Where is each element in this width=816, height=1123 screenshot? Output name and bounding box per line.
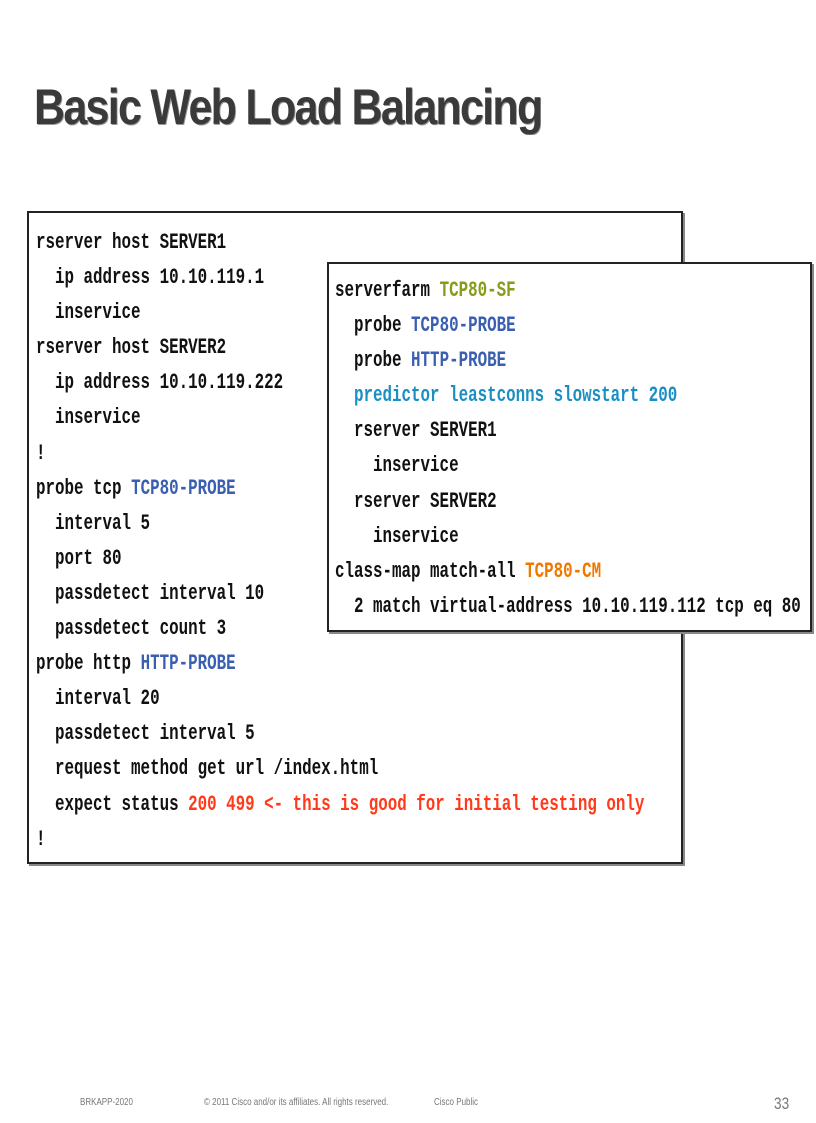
config-text: rserver host SERVER2	[36, 335, 227, 361]
config-line: inservice	[36, 400, 644, 435]
config-text: class-map match-all	[335, 558, 526, 584]
config-text: port 80	[36, 545, 122, 571]
serverfarm-config-box: serverfarm TCP80-SF probe TCP80-PROBE pr…	[327, 262, 812, 632]
config-highlight: TCP80-PROBE	[131, 475, 236, 501]
config-line: interval 20	[36, 681, 644, 716]
config-text: request method get url /index.html	[36, 756, 379, 782]
config-text: serverfarm	[335, 278, 440, 303]
config-text: rserver SERVER1	[335, 418, 497, 444]
config-text: ip address 10.10.119.1	[36, 265, 265, 291]
config-text: !	[36, 440, 46, 466]
config-line: ip address 10.10.119.1	[36, 260, 644, 295]
config-line: passdetect count 3	[36, 611, 644, 646]
config-text: inservice	[36, 405, 141, 431]
footer-session-id: BRKAPP-2020	[80, 1097, 133, 1108]
config-line: passdetect interval 5	[36, 716, 644, 751]
config-line: inservice	[335, 519, 801, 554]
config-text: 2 match virtual-address 10.10.119.112 tc…	[335, 593, 801, 619]
config-highlight: HTTP-PROBE	[411, 348, 507, 374]
config-text: passdetect interval 5	[36, 721, 255, 747]
config-line: !	[36, 436, 644, 471]
config-line: rserver SERVER1	[335, 413, 801, 448]
config-line: expect status 200 499 <- this is good fo…	[36, 787, 644, 822]
config-highlight: TCP80-SF	[439, 278, 516, 303]
config-line: rserver host SERVER2	[36, 330, 644, 365]
page-number: 33	[774, 1094, 790, 1113]
config-line: class-map match-all TCP80-CM	[335, 554, 801, 589]
config-text: inservice	[335, 453, 459, 479]
config-text: passdetect count 3	[36, 616, 227, 642]
config-line: probe tcp TCP80-PROBE	[36, 471, 644, 506]
config-text: rserver host SERVER1	[36, 230, 227, 255]
config-line: inservice	[36, 295, 644, 330]
config-line: probe TCP80-PROBE	[335, 308, 801, 343]
config-text: interval 5	[36, 510, 151, 536]
config-code: serverfarm TCP80-SF probe TCP80-PROBE pr…	[335, 273, 816, 624]
config-line: port 80	[36, 541, 644, 576]
slide-title: Basic Web Load Balancing	[34, 79, 543, 135]
config-highlight: predictor leastconns slowstart 200	[335, 383, 678, 409]
config-text: inservice	[335, 523, 459, 549]
config-line: ip address 10.10.119.222	[36, 365, 644, 400]
footer-copyright: © 2011 Cisco and/or its affiliates. All …	[204, 1097, 389, 1108]
config-text: probe	[335, 348, 412, 374]
config-line: inservice	[335, 448, 801, 483]
config-text: probe	[335, 313, 412, 339]
config-code: rserver host SERVER1 ip address 10.10.11…	[36, 225, 816, 857]
config-text: rserver SERVER2	[335, 488, 497, 514]
config-line: predictor leastconns slowstart 200	[335, 378, 801, 413]
config-text: inservice	[36, 300, 141, 326]
config-text: ip address 10.10.119.222	[36, 370, 284, 396]
config-highlight: TCP80-CM	[525, 558, 602, 584]
config-highlight: 200 499 <- this is good for initial test…	[188, 791, 645, 817]
config-line: serverfarm TCP80-SF	[335, 273, 801, 308]
config-line: !	[36, 822, 644, 857]
config-text: passdetect interval 10	[36, 580, 265, 606]
config-line: probe HTTP-PROBE	[335, 343, 801, 378]
footer-classification: Cisco Public	[434, 1097, 479, 1108]
config-text: !	[36, 826, 46, 852]
config-line: interval 5	[36, 506, 644, 541]
config-text: probe http	[36, 651, 141, 677]
config-text: probe tcp	[36, 475, 132, 501]
config-text: interval 20	[36, 686, 160, 712]
config-line: probe http HTTP-PROBE	[36, 646, 644, 681]
config-line: passdetect interval 10	[36, 576, 644, 611]
config-line: rserver host SERVER1	[36, 225, 644, 260]
config-line: 2 match virtual-address 10.10.119.112 tc…	[335, 589, 801, 624]
config-highlight: TCP80-PROBE	[411, 313, 516, 339]
config-line: request method get url /index.html	[36, 751, 644, 786]
config-text: expect status	[36, 791, 189, 817]
config-highlight: HTTP-PROBE	[140, 651, 236, 677]
config-line: rserver SERVER2	[335, 484, 801, 519]
